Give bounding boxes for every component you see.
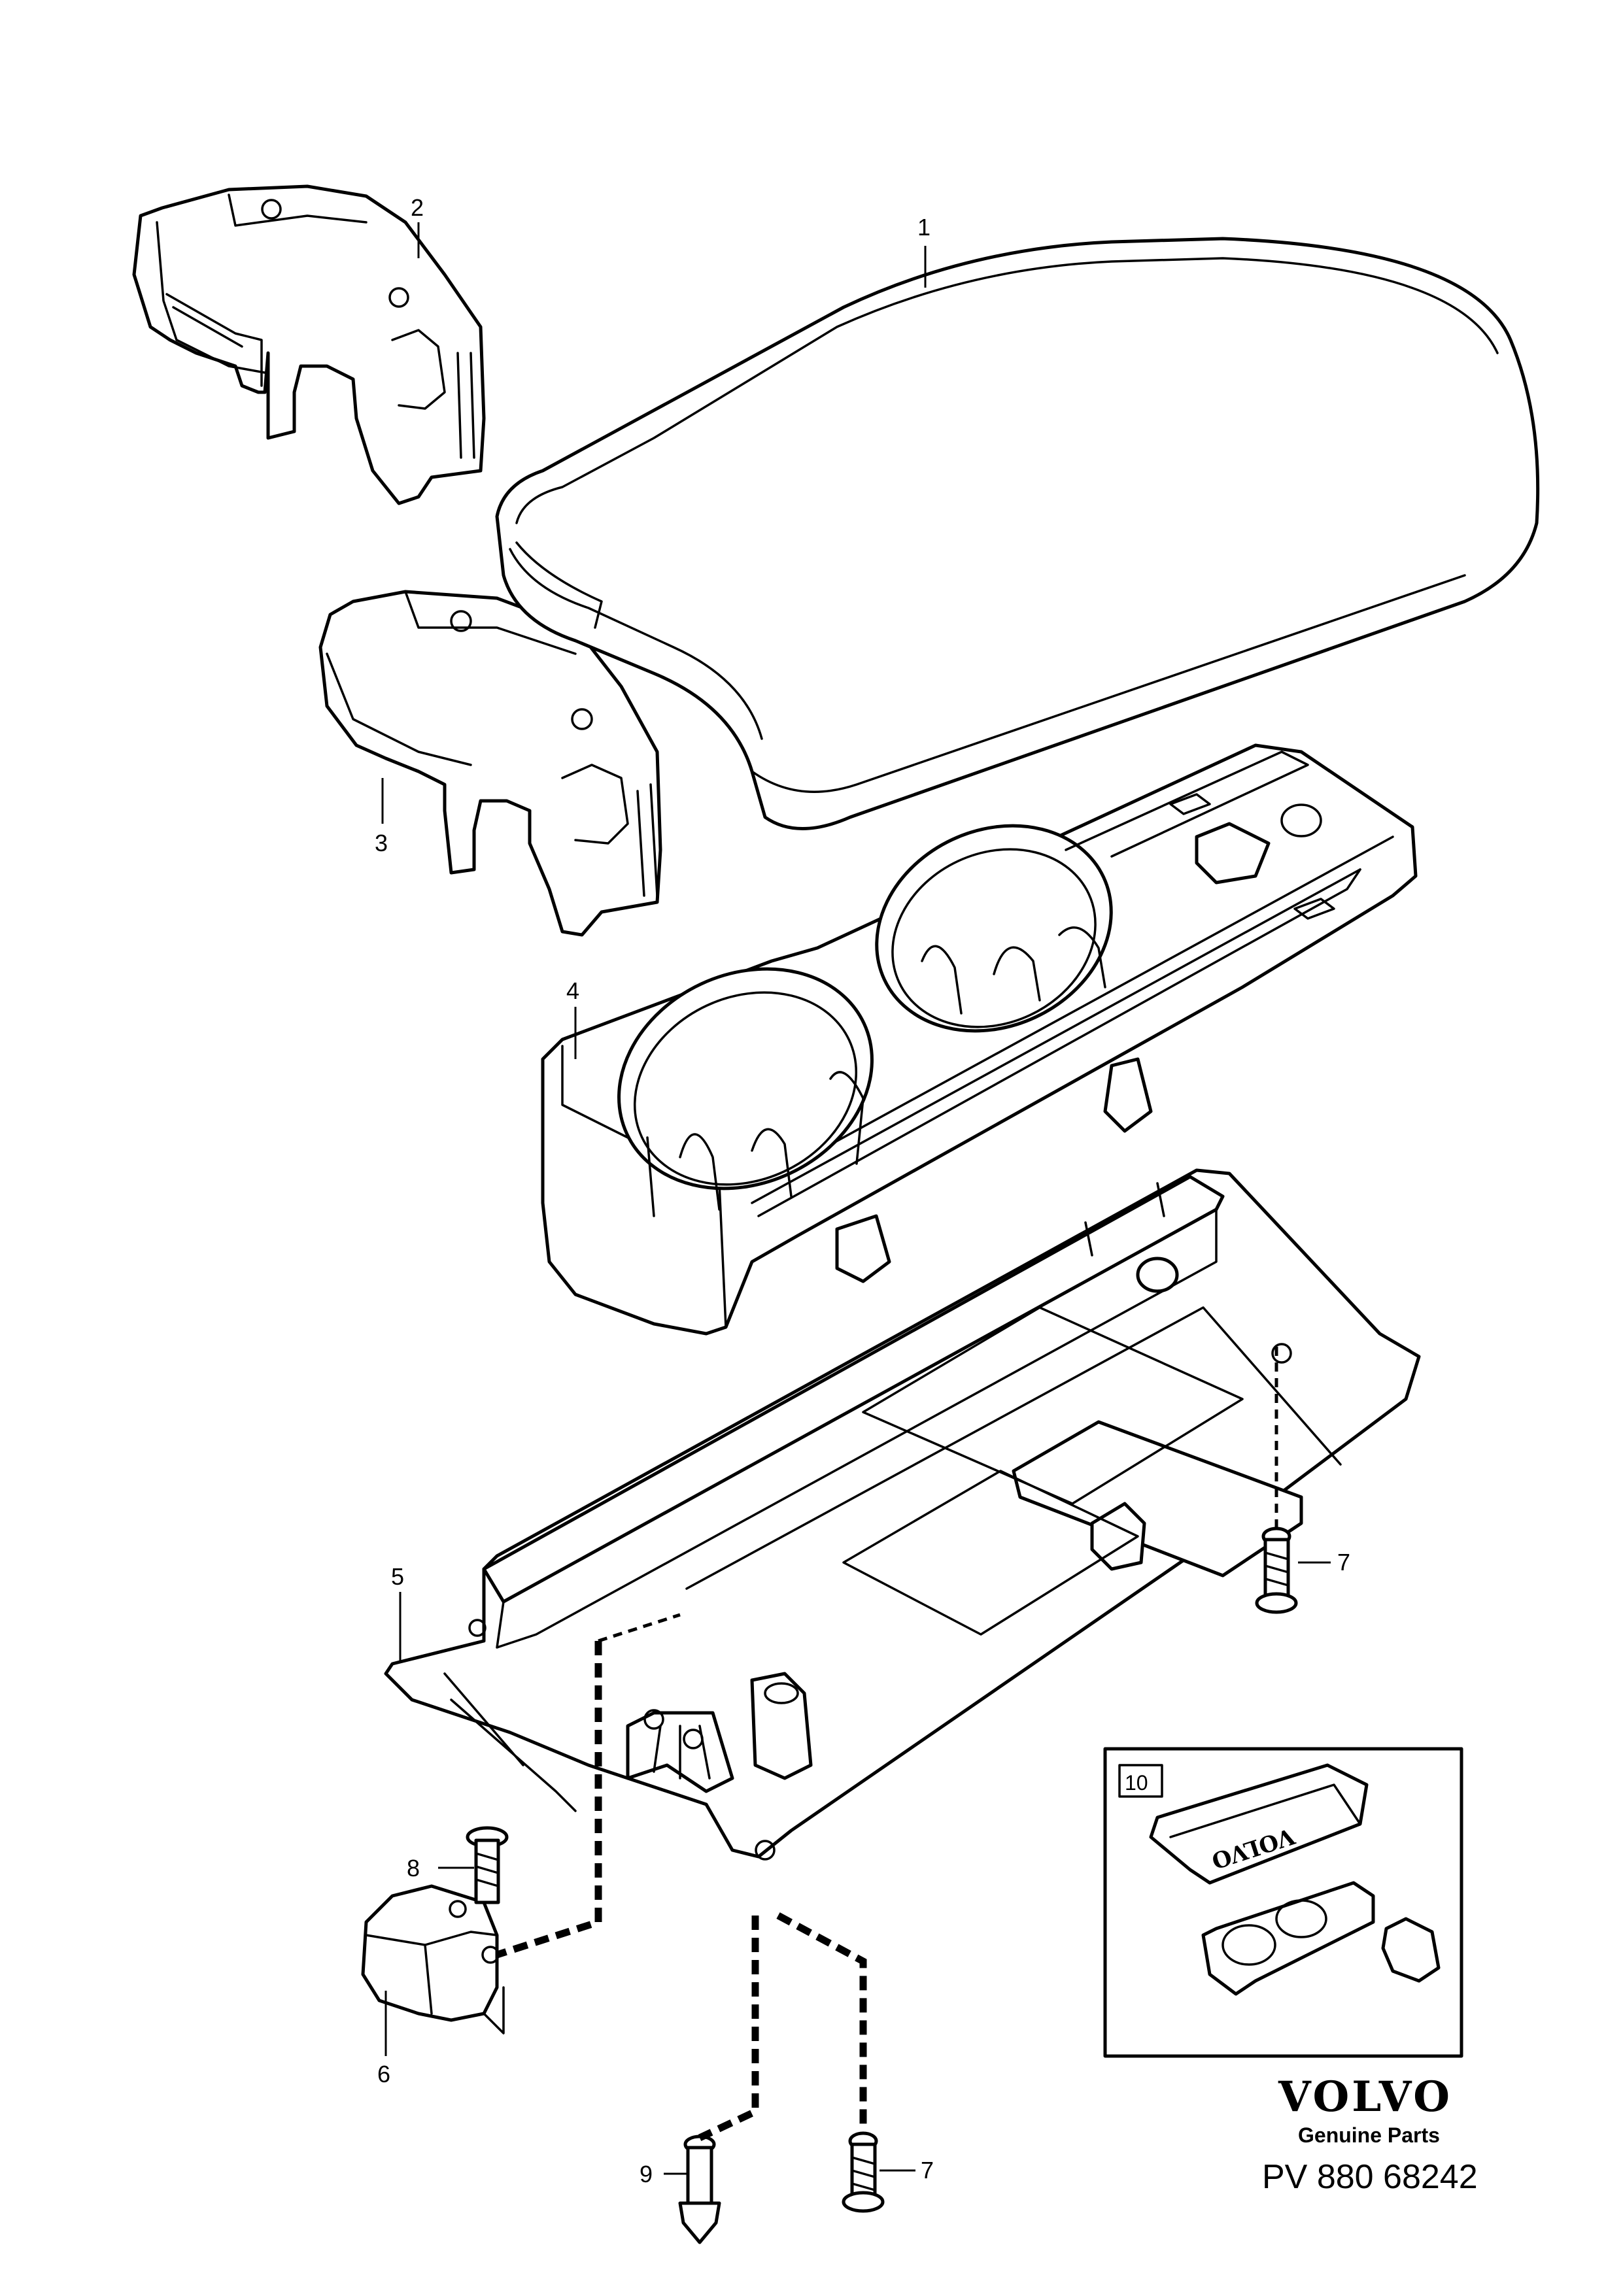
part-2-end-cap-front xyxy=(132,184,486,505)
callout-6: 6 xyxy=(377,2061,390,2087)
part-7-screw-lower xyxy=(842,2131,885,2213)
part-7-screw-upper xyxy=(1255,1527,1298,1614)
assembly-line-latch xyxy=(496,1641,602,1959)
part-6-latch xyxy=(361,1884,505,2034)
callout-3: 3 xyxy=(375,830,388,856)
genuine-parts-label: Genuine Parts xyxy=(1298,2123,1440,2147)
callout-8: 8 xyxy=(407,1855,420,1882)
callout-1: 1 xyxy=(917,214,931,241)
part-8-screw xyxy=(466,1826,509,1904)
callout-10: 10 xyxy=(1125,1771,1148,1795)
callout-7b: 7 xyxy=(921,2157,934,2184)
part-5-base-housing xyxy=(384,1168,1421,1861)
callout-4: 4 xyxy=(566,977,579,1004)
assembly-line-screw-lower xyxy=(776,1912,867,2125)
volvo-logo: VOLVO xyxy=(1278,2072,1452,2121)
part-4-cup-holder-tray xyxy=(541,743,1418,1336)
callout-9: 9 xyxy=(640,2161,653,2187)
callout-7a: 7 xyxy=(1337,1549,1350,1576)
part-number: PV 880 68242 xyxy=(1262,2158,1478,2196)
part-1-armrest-lid xyxy=(495,237,1540,830)
kit-inset: 10 VOLVO xyxy=(1103,1747,1463,2058)
assembly-line-pin xyxy=(698,1916,759,2141)
part-3-end-cap-rear xyxy=(318,590,662,937)
assembly-line-latch-upper xyxy=(598,1613,681,1643)
part-9-pin xyxy=(678,2135,721,2244)
callout-5: 5 xyxy=(391,1563,404,1590)
callout-2: 2 xyxy=(411,194,424,221)
